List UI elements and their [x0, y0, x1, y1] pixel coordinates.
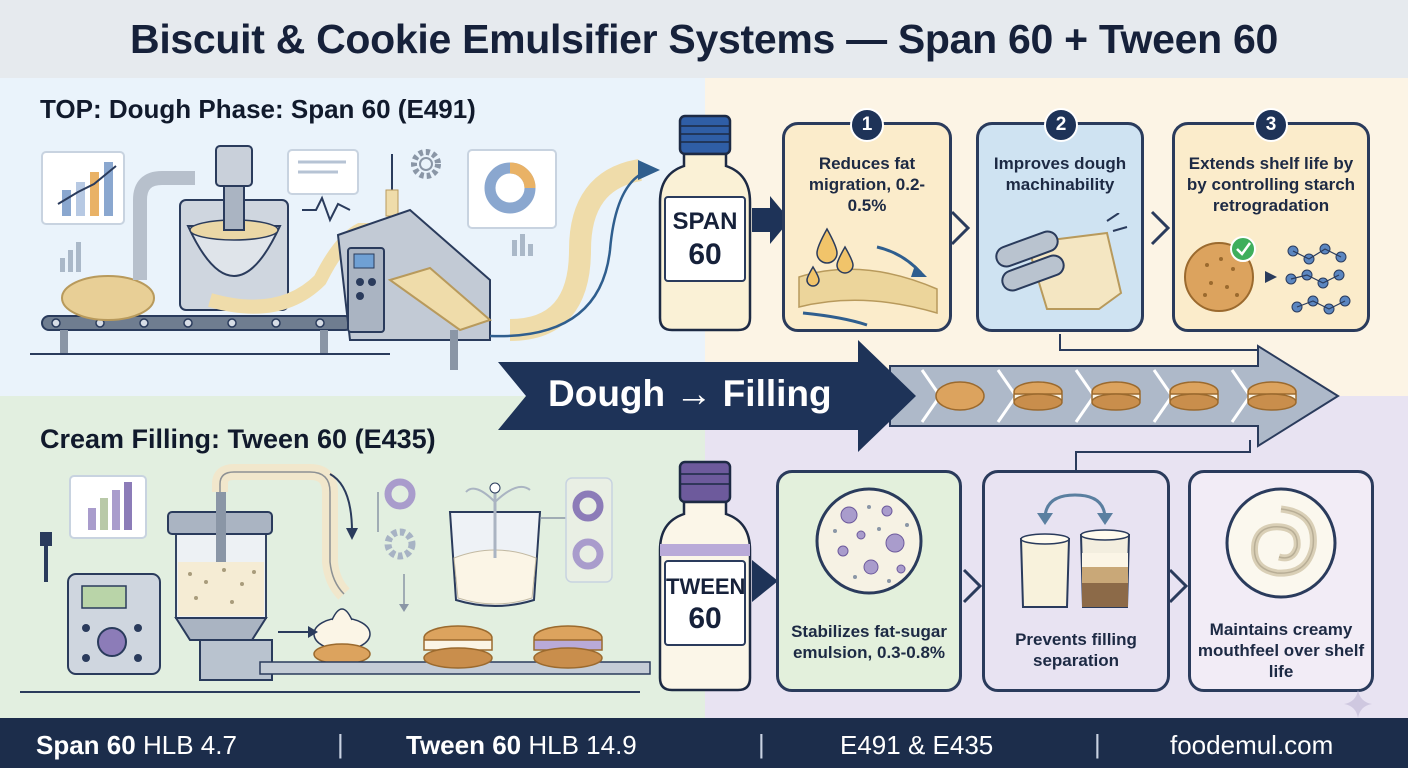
sparkle-icon: [1344, 690, 1372, 718]
footer-codes: E491 & E435: [840, 730, 994, 760]
chevron-right-icon: [962, 568, 983, 604]
step-number-badge: 1: [850, 108, 884, 142]
chevron-right-icon: [950, 210, 971, 246]
footer-tween-hlb: HLB 14.9: [528, 730, 637, 760]
tween-bottle-label-line2: 60: [688, 602, 722, 635]
biscuit-molecule-icon: [1184, 236, 1351, 315]
footer-span-name: Span 60: [36, 730, 136, 760]
chevron-right-icon: [1168, 568, 1189, 604]
bar-chart-icon: [41, 151, 125, 225]
footer-tween-name: Tween 60: [406, 730, 522, 760]
page-title: Biscuit & Cookie Emulsifier Systems — Sp…: [0, 0, 1408, 78]
fat-droplets-icon: [798, 227, 938, 327]
dough-step-2-text: Improves dough machinability: [993, 154, 1127, 194]
filling-step-3-card: Maintains creamy mouthfeel over shelf li…: [1188, 470, 1374, 692]
dough-roller-icon: [995, 213, 1128, 310]
filling-step-2-text: Prevents filling separation: [1015, 630, 1137, 670]
footer-separator: |: [758, 729, 765, 759]
chevron-right-icon: [1150, 210, 1171, 246]
dough-step-3-card: Extends shelf life by by controlling sta…: [1172, 122, 1370, 332]
footer-separator: |: [1094, 729, 1101, 759]
dough-step-3-text: Extends shelf life by by controlling sta…: [1186, 154, 1356, 215]
filling-production-illustration: [20, 464, 651, 693]
filling-step-1-text: Stabilizes fat-sugar emulsion, 0.3-0.8%: [791, 622, 947, 662]
footer-separator: |: [337, 729, 344, 759]
transition-label: Dough → Filling: [548, 373, 832, 414]
span-bottle-label: SPAN 60: [664, 196, 746, 282]
step-number-badge: 3: [1254, 108, 1288, 142]
footer-bar: Span 60 HLB 4.7 | Tween 60 HLB 14.9 | E4…: [0, 718, 1408, 768]
arrow-right-icon: [752, 560, 778, 602]
emulsion-droplets-icon: [815, 487, 923, 595]
footer-span-hlb: HLB 4.7: [142, 730, 237, 760]
footer-tween-info: Tween 60 HLB 14.9: [406, 730, 637, 761]
filling-step-2-card: Prevents filling separation: [982, 470, 1170, 692]
tween-bottle-label: TWEEN 60: [664, 560, 746, 646]
span-bottle-label-line1: SPAN: [672, 208, 738, 235]
cream-swirl-icon: [1225, 487, 1337, 599]
dough-step-2-card: Improves dough machinability: [976, 122, 1144, 332]
footer-span-info: Span 60 HLB 4.7: [36, 730, 237, 761]
dough-phase-heading: TOP: Dough Phase: Span 60 (E491): [40, 94, 476, 124]
filling-step-1-card: Stabilizes fat-sugar emulsion, 0.3-0.8%: [776, 470, 962, 692]
arrow-right-icon: [752, 196, 790, 244]
dough-to-filling-arrow: [498, 340, 1340, 452]
tween-bottle-label-line1: TWEEN: [666, 574, 746, 599]
dough-production-illustration: [30, 145, 660, 370]
step-number-badge: 2: [1044, 108, 1078, 142]
separation-cups-icon: [1019, 493, 1131, 608]
filling-step-3-text: Maintains creamy mouthfeel over shelf li…: [1197, 620, 1365, 681]
span-bottle-label-line2: 60: [688, 238, 722, 271]
dough-step-1-text: Reduces fat migration, 0.2-0.5%: [808, 154, 926, 215]
footer-site-link[interactable]: foodemul.com: [1170, 730, 1334, 760]
filling-phase-heading: Cream Filling: Tween 60 (E435): [40, 424, 436, 454]
